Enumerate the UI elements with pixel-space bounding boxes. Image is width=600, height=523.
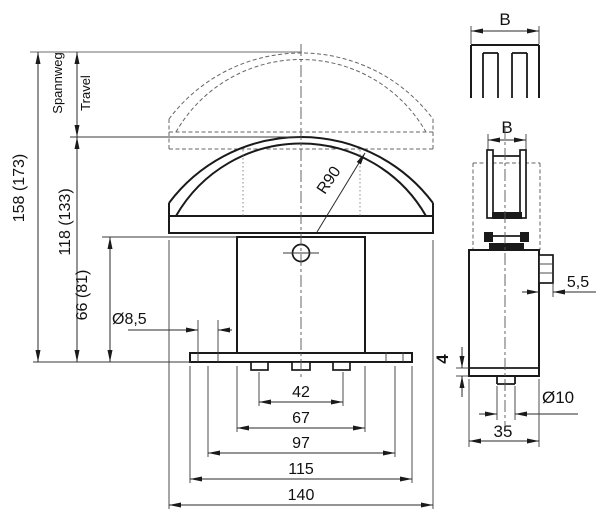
hole-diameter-label: Ø8,5: [112, 311, 147, 328]
jaw-slot-bottom: [492, 212, 522, 219]
side-view-dimensions: 5,5 4 Ø10 35: [433, 274, 596, 447]
side-view: B: [468, 118, 554, 425]
jaw-foot: [489, 243, 524, 250]
travel-label-en: Travel: [78, 75, 93, 111]
dim-42-label: 42: [292, 384, 310, 401]
jaw-wall-right: [519, 149, 527, 219]
profile-width-top-label: B: [499, 10, 510, 29]
dim-97-label: 97: [292, 435, 310, 452]
top-view-profile: B: [470, 10, 540, 98]
side-width-label: 35: [494, 422, 513, 441]
side-protrusion: [538, 254, 554, 284]
travel-label-de: Spannweg: [50, 52, 65, 113]
jaw-hook-right: [520, 232, 529, 242]
jaw-hook-left: [484, 232, 493, 242]
dim-body-height-label: 66 (81): [74, 270, 91, 321]
base-tab-left: [250, 361, 269, 371]
dim-67-label: 67: [292, 410, 310, 427]
dim-140-label: 140: [288, 487, 315, 504]
jaw-wall-left: [486, 149, 494, 219]
dim-total-height-label: 158 (173): [11, 154, 28, 223]
dim-115-label: 115: [288, 461, 314, 478]
side-body: [468, 249, 540, 377]
base-tab-right: [332, 361, 351, 371]
profile-width-side-label: B: [501, 118, 512, 137]
front-view-dimensions: 158 (173) Spannweg Travel 118 (133) 66 (…: [11, 51, 434, 509]
radius-label: R90: [314, 163, 345, 197]
front-view: [168, 44, 434, 377]
radius-leader: [316, 152, 366, 233]
step-height-label: 4: [433, 354, 452, 364]
stub-diameter-label: Ø10: [542, 388, 574, 407]
offset-5-5-label: 5,5: [567, 274, 589, 291]
dim-clamp-height-label: 118 (133): [57, 188, 74, 255]
